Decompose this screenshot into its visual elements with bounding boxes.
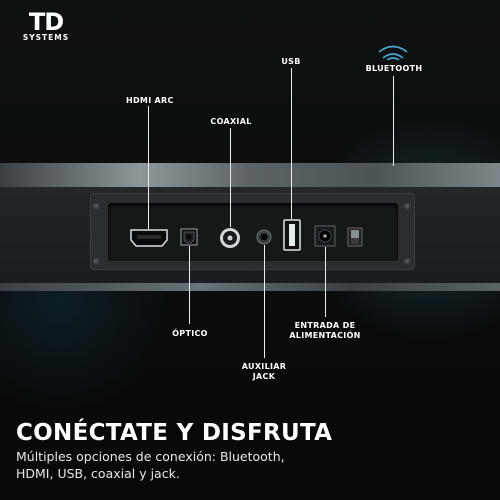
hdmi-port-icon (130, 229, 168, 247)
label-coaxial: COAXIAL (210, 117, 252, 126)
power-switch-icon (347, 227, 363, 247)
screw (93, 203, 100, 210)
leader-line-coaxial (230, 128, 231, 227)
leader-line-entrada (325, 247, 326, 317)
brand-logo: TD SYSTEMS (14, 10, 78, 42)
label-usb: USB (281, 57, 301, 66)
optical-port-icon (180, 228, 198, 246)
soundbar-top-edge (0, 163, 500, 187)
description-line-1: Múltiples opciones de conexión: Bluetoot… (16, 449, 285, 464)
coaxial-port-icon (220, 228, 240, 248)
label-entrada-l1: ENTRADA DE (294, 321, 356, 330)
leader-line-hdmi (148, 106, 149, 229)
description: Múltiples opciones de conexión: Bluetoot… (16, 448, 316, 482)
bluetooth-wave-icon (378, 45, 408, 60)
label-hdmi-arc: HDMI ARC (126, 96, 174, 105)
label-bluetooth: BLUETOOTH (365, 64, 423, 73)
screw (93, 258, 100, 265)
description-line-2: HDMI, USB, coaxial y jack. (16, 466, 180, 481)
dc-power-port-icon (314, 225, 336, 247)
headline: CONÉCTATE Y DISFRUTA (16, 420, 333, 446)
leader-line-usb (291, 68, 292, 219)
leader-line-auxiliar (264, 245, 265, 358)
brand-mark: TD (28, 8, 64, 36)
label-auxiliar-l2: JACK (252, 372, 276, 381)
label-entrada-l2: ALIMENTACIÓN (289, 331, 361, 340)
brand-sub: SYSTEMS (22, 33, 70, 42)
leader-line-optico (189, 246, 190, 324)
soundbar-bottom-edge (0, 283, 500, 291)
label-optico: ÓPTICO (172, 329, 208, 338)
screw (404, 203, 411, 210)
label-auxiliar-l1: AUXILIAR (241, 362, 287, 371)
aux-jack-icon (256, 229, 272, 245)
screw (404, 258, 411, 265)
usb-port-icon (283, 219, 301, 251)
leader-line-bluetooth (393, 76, 394, 166)
